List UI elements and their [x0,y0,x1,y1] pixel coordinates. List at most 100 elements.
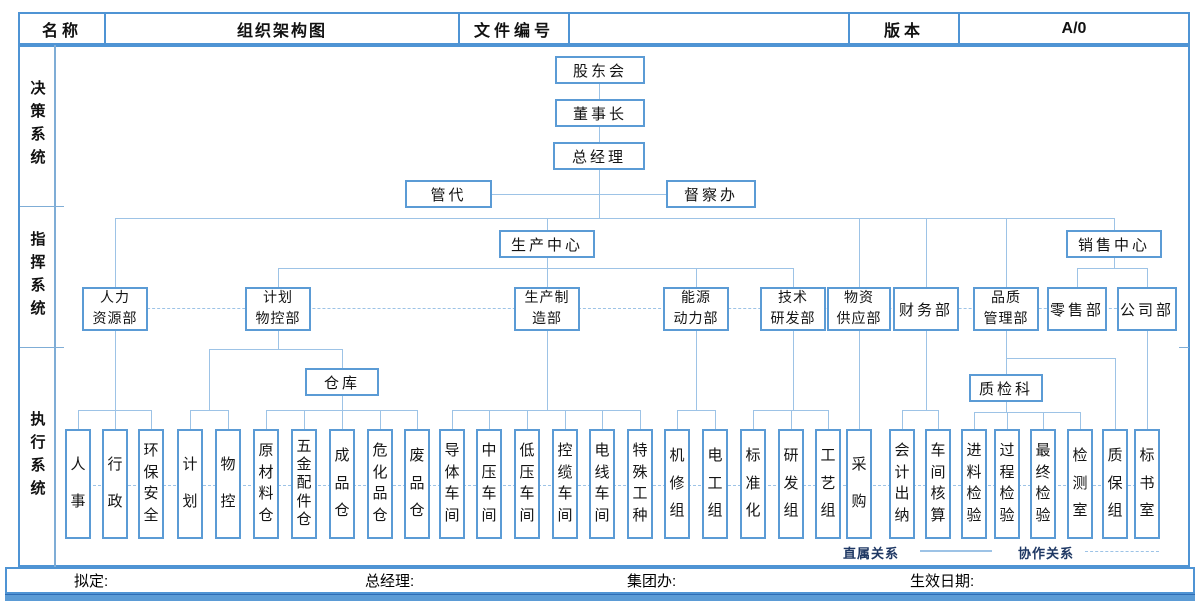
org-node-scrap-wh: 废品仓 [404,429,430,539]
connector-line [151,410,152,429]
connector-line [926,331,927,410]
connector-line [527,410,528,429]
connector-line [1006,402,1007,412]
connector-line [1043,412,1044,429]
footer-row: 拟定: 总经理: 集团办: 生效日期: [5,567,1195,594]
connector-line [228,410,229,429]
org-node-mgmt-representative: 管代 [405,180,492,208]
org-node-plan-group: 计划 [177,429,203,539]
connector-line [1006,358,1116,359]
connector-line [599,84,600,99]
connector-line [753,410,754,429]
org-node-control-cable-workshop: 控缆车间 [552,429,578,539]
connector-line [1077,268,1147,269]
connector-line [190,410,191,429]
connector-line [753,410,828,411]
connector-line [547,218,548,230]
connector-line [828,410,829,429]
header-version-label: 版本 [850,14,960,43]
connector-line [278,331,279,349]
connector-line [342,349,343,368]
legend-collab-label: 协作关系 [1018,546,1075,561]
connector-line [78,410,79,429]
connector-line [1115,358,1116,429]
header-docno-value [570,14,850,43]
header-docno-label: 文件编号 [460,14,570,43]
org-node-wire-workshop: 电线车间 [589,429,615,539]
connector-line [1147,331,1148,429]
connector-line [677,410,678,429]
org-node-conductor-workshop: 导体车间 [439,429,465,539]
connector-line [974,412,975,429]
connector-line [266,410,267,429]
connector-line [793,268,794,287]
header-row: 名称 组织架构图 文件编号 版本 A/0 [18,12,1190,45]
org-node-production-center: 生产中心 [499,230,595,258]
connector-line [342,396,343,410]
connector-line [1080,412,1081,429]
legend-collab-line-sample [1085,551,1159,552]
org-node-hr-dept: 人力 资源部 [82,287,148,331]
connector-line [115,218,116,287]
org-node-company-dept: 公司部 [1117,287,1177,331]
legend-direct-label: 直属关系 [843,546,900,561]
sidebar-section-decision: 决策系统 [28,79,46,172]
org-node-ehs: 环保安全 [138,429,164,539]
org-node-accounting-cashier: 会计出纳 [889,429,915,539]
connector-line [452,410,453,429]
connector-line [115,410,116,429]
connector-line [1147,268,1148,287]
org-node-qa-team: 质保组 [1102,429,1128,539]
connector-line [677,410,715,411]
connector-line [696,331,697,410]
connector-line [342,410,343,429]
sidebar-section-command: 指挥系统 [28,230,46,323]
connector-line [640,410,641,429]
connector-line [926,218,927,287]
legend-direct-line-sample [920,550,992,552]
connector-line [209,349,342,350]
org-node-workshop-accounting: 车间核算 [925,429,951,539]
connector-line [266,410,417,411]
org-node-final-inspection: 最终检验 [1030,429,1056,539]
connector-line [417,410,418,429]
connector-line [938,410,939,429]
org-node-sales-center: 销售中心 [1066,230,1162,258]
org-node-raw-material-wh: 原材料仓 [253,429,279,539]
connector-line [78,410,151,411]
connector-line [190,410,228,411]
connector-line [1006,218,1007,287]
section-divider-1 [20,206,64,207]
connector-line [547,331,548,410]
connector-line [1007,412,1008,429]
org-node-warehouse: 仓库 [305,368,379,396]
org-node-special-trades: 特殊工种 [627,429,653,539]
connector-line [1006,331,1007,358]
footer-drafted-label: 拟定: [74,573,109,590]
connector-line [304,410,305,429]
org-node-manufacturing-dept: 生产制 造部 [514,287,580,331]
connector-line [902,410,938,411]
org-node-test-room: 检测室 [1067,429,1093,539]
sidebar-divider [54,45,56,567]
org-node-chairman: 董事长 [555,99,645,127]
connector-line [859,218,860,287]
connector-line [793,331,794,410]
org-node-shareholders-meeting: 股东会 [555,56,645,84]
connector-line [1077,268,1078,287]
footer-gm-label: 总经理: [365,573,415,590]
connector-line [115,331,116,410]
connector-line [902,410,903,429]
org-node-process-inspection: 过程检验 [994,429,1020,539]
connector-line [547,258,548,268]
connector-line [492,194,666,195]
bottom-bar [5,594,1195,601]
connector-line [82,308,1177,309]
connector-line [696,268,697,287]
connector-line [115,218,1114,219]
connector-line [547,268,548,287]
org-node-bid-room: 标书室 [1134,429,1160,539]
footer-effective-label: 生效日期: [910,573,975,590]
org-node-material-control: 物控 [215,429,241,539]
